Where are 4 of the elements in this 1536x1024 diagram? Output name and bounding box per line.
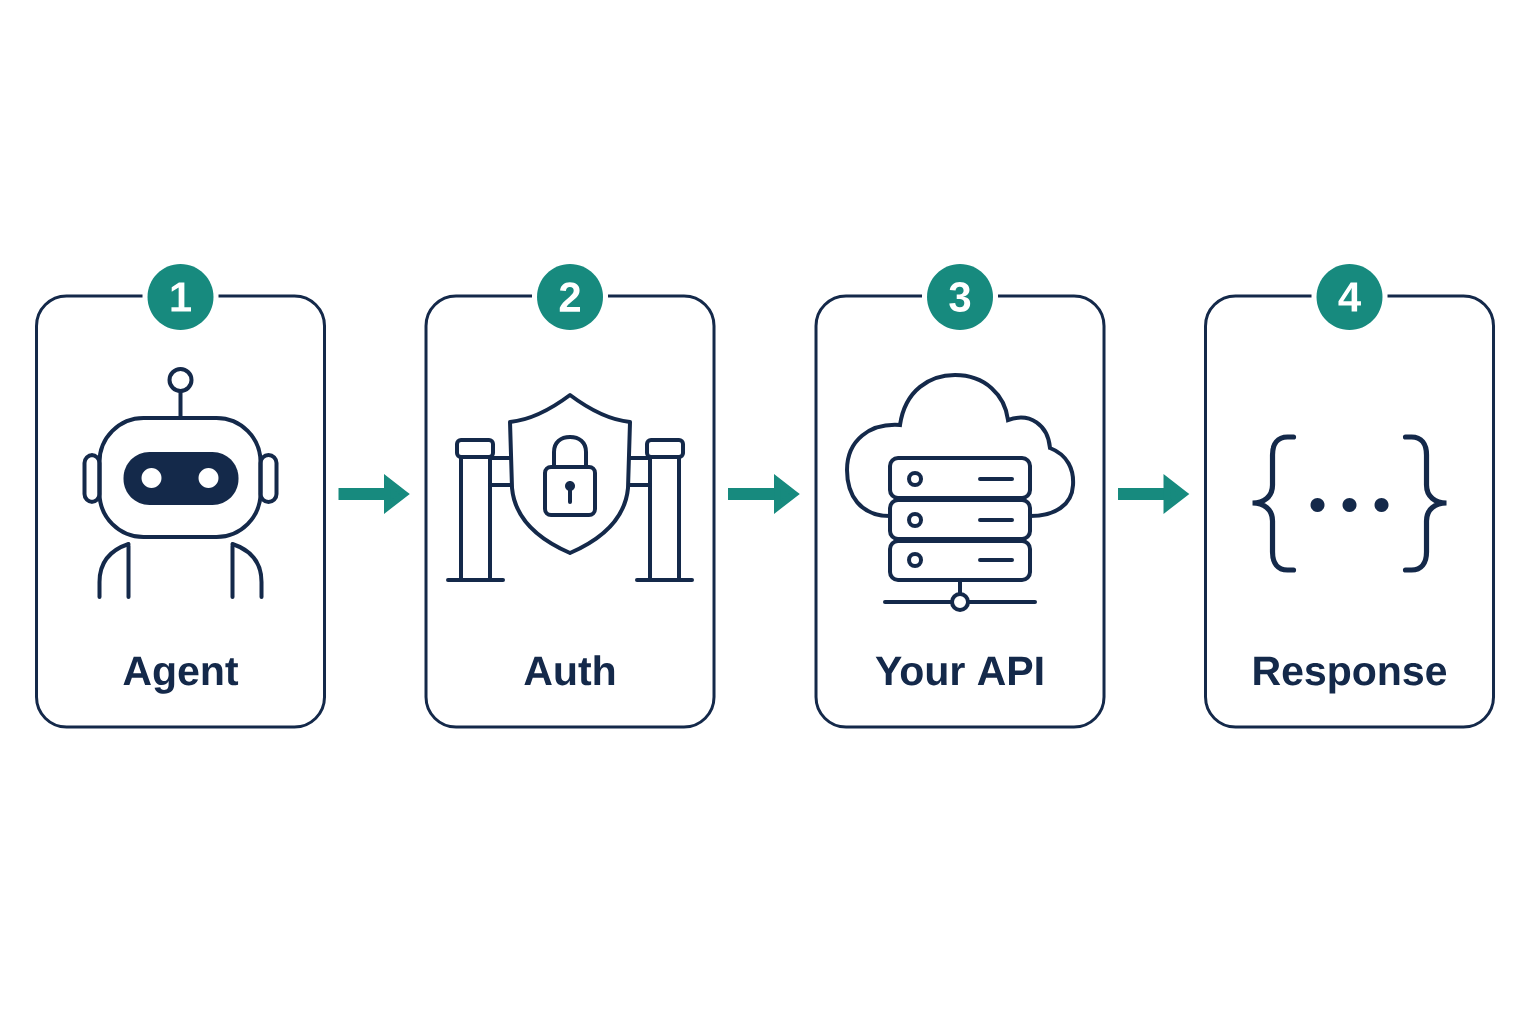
number-badge: 2 [537,264,603,330]
number-badge: 3 [927,264,993,330]
number-badge: 1 [147,264,214,330]
number-badge: 4 [1316,264,1383,330]
